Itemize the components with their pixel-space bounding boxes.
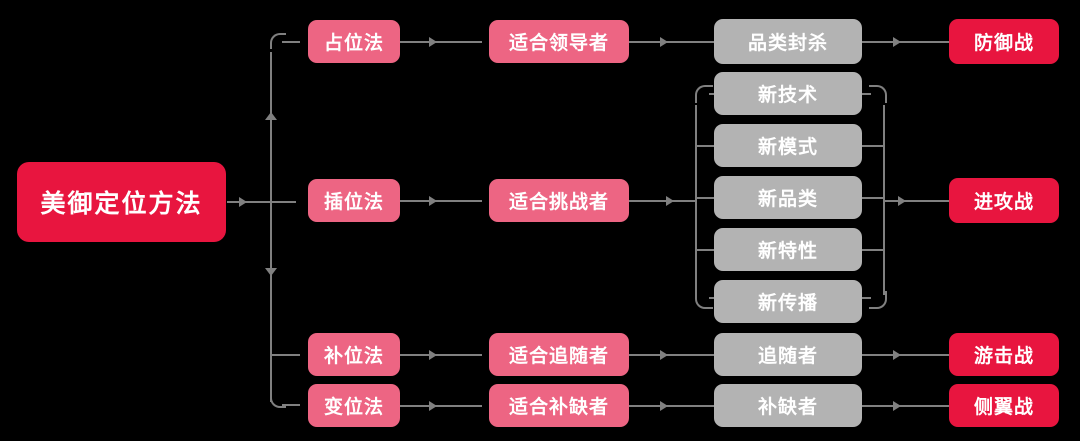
node-tactic-6-label: 新传播 bbox=[757, 293, 818, 314]
connector-a4-to-t8 bbox=[629, 405, 714, 407]
node-audience-1[interactable]: 适合领导者 bbox=[489, 20, 629, 63]
node-warfare-2[interactable]: 进攻战 bbox=[949, 178, 1059, 223]
connector-spine-entry bbox=[253, 201, 296, 203]
bracket-right-top-elbow bbox=[869, 85, 887, 103]
arrow-a3-to-t7 bbox=[660, 350, 668, 360]
connector-bracket-to-w2 bbox=[883, 200, 949, 202]
node-warfare-4[interactable]: 侧翼战 bbox=[949, 384, 1059, 427]
arrow-spine-down bbox=[265, 268, 277, 276]
connector-spine-to-m3 bbox=[270, 354, 300, 356]
node-warfare-1-label: 防御战 bbox=[973, 33, 1034, 54]
node-tactic-5[interactable]: 新特性 bbox=[714, 228, 862, 271]
node-tactic-4-label: 新品类 bbox=[757, 189, 818, 210]
connector-t8-to-w4 bbox=[862, 405, 949, 407]
connector-m1-to-a1 bbox=[400, 41, 482, 43]
connector-a3-to-t7 bbox=[629, 354, 714, 356]
arrow-m2-to-a2 bbox=[429, 196, 437, 206]
node-tactic-1-label: 品类封杀 bbox=[747, 33, 828, 54]
node-tactic-7-label: 追随者 bbox=[757, 346, 818, 367]
arrow-m3-to-a3 bbox=[429, 350, 437, 360]
arrow-spine-up bbox=[265, 112, 277, 120]
node-audience-3[interactable]: 适合追随者 bbox=[489, 333, 629, 376]
connector-m2-to-a2 bbox=[400, 200, 482, 202]
node-tactic-5-label: 新特性 bbox=[757, 241, 818, 262]
connector-m3-to-a3 bbox=[400, 354, 482, 356]
arrow-bracket-to-w2 bbox=[898, 196, 906, 206]
arrow-a4-to-t8 bbox=[660, 401, 668, 411]
node-method-3[interactable]: 补位法 bbox=[308, 333, 400, 376]
arrow-a2-to-bracket bbox=[666, 196, 674, 206]
node-method-4-label: 变位法 bbox=[323, 397, 384, 418]
node-method-1-label: 占位法 bbox=[323, 33, 384, 54]
bracket-right-stub-t4 bbox=[862, 197, 884, 199]
arrow-root-to-spine bbox=[239, 197, 247, 207]
node-tactic-6[interactable]: 新传播 bbox=[714, 280, 862, 323]
bracket-left-bottom-elbow bbox=[695, 291, 713, 309]
arrow-t1-to-w1 bbox=[893, 37, 901, 47]
node-warfare-3-label: 游击战 bbox=[973, 346, 1034, 367]
node-warfare-2-label: 进攻战 bbox=[973, 192, 1034, 213]
bracket-left-top-elbow bbox=[695, 85, 713, 103]
node-audience-4[interactable]: 适合补缺者 bbox=[489, 384, 629, 427]
elbow-spine-top bbox=[270, 33, 286, 49]
connector-a2-to-bracket bbox=[629, 200, 696, 202]
node-tactic-4[interactable]: 新品类 bbox=[714, 176, 862, 219]
node-audience-2[interactable]: 适合挑战者 bbox=[489, 179, 629, 222]
arrow-a1-to-t1 bbox=[660, 37, 668, 47]
node-tactic-7[interactable]: 追随者 bbox=[714, 333, 862, 376]
connector-t1-to-w1 bbox=[862, 41, 949, 43]
node-warfare-1[interactable]: 防御战 bbox=[949, 19, 1059, 64]
node-audience-3-label: 适合追随者 bbox=[508, 346, 609, 367]
arrow-m1-to-a1 bbox=[429, 37, 437, 47]
node-method-2[interactable]: 插位法 bbox=[308, 179, 400, 222]
node-warfare-4-label: 侧翼战 bbox=[973, 397, 1034, 418]
spine-vertical bbox=[270, 52, 272, 402]
node-tactic-8-label: 补缺者 bbox=[757, 397, 818, 418]
node-tactic-2-label: 新技术 bbox=[757, 85, 818, 106]
node-warfare-3[interactable]: 游击战 bbox=[949, 333, 1059, 376]
bracket-left-stub-t3 bbox=[695, 145, 717, 147]
bracket-right-stub-t3 bbox=[862, 145, 884, 147]
bracket-right-stub-t5 bbox=[862, 249, 884, 251]
node-tactic-2[interactable]: 新技术 bbox=[714, 72, 862, 115]
bracket-left-spine bbox=[695, 105, 697, 295]
arrow-t7-to-w3 bbox=[893, 350, 901, 360]
node-method-4[interactable]: 变位法 bbox=[308, 384, 400, 427]
node-root[interactable]: 美御定位方法 bbox=[17, 162, 226, 242]
node-tactic-3-label: 新模式 bbox=[757, 137, 818, 158]
node-method-2-label: 插位法 bbox=[323, 192, 384, 213]
connector-a1-to-t1 bbox=[629, 41, 714, 43]
bracket-right-stub-t6 bbox=[862, 297, 871, 299]
bracket-left-stub-t2 bbox=[709, 93, 717, 95]
bracket-left-stub-t6 bbox=[709, 297, 717, 299]
bracket-left-stub-t4 bbox=[695, 197, 717, 199]
node-audience-2-label: 适合挑战者 bbox=[508, 192, 609, 213]
node-tactic-8[interactable]: 补缺者 bbox=[714, 384, 862, 427]
node-method-3-label: 补位法 bbox=[323, 346, 384, 367]
connector-t7-to-w3 bbox=[862, 354, 949, 356]
node-audience-1-label: 适合领导者 bbox=[508, 33, 609, 54]
arrow-m4-to-a4 bbox=[429, 401, 437, 411]
node-method-1[interactable]: 占位法 bbox=[308, 20, 400, 63]
bracket-left-stub-t5 bbox=[695, 249, 717, 251]
node-root-label: 美御定位方法 bbox=[40, 190, 203, 218]
connector-m4-to-a4 bbox=[400, 405, 482, 407]
bracket-right-bottom-elbow bbox=[869, 291, 887, 309]
node-tactic-3[interactable]: 新模式 bbox=[714, 124, 862, 167]
bracket-right-stub-t2 bbox=[862, 93, 871, 95]
node-tactic-1[interactable]: 品类封杀 bbox=[714, 19, 862, 64]
connector-spine-to-m1 bbox=[282, 41, 300, 43]
arrow-t8-to-w4 bbox=[893, 401, 901, 411]
node-audience-4-label: 适合补缺者 bbox=[508, 397, 609, 418]
connector-spine-to-m4 bbox=[282, 404, 300, 406]
elbow-spine-bottom bbox=[270, 392, 286, 408]
